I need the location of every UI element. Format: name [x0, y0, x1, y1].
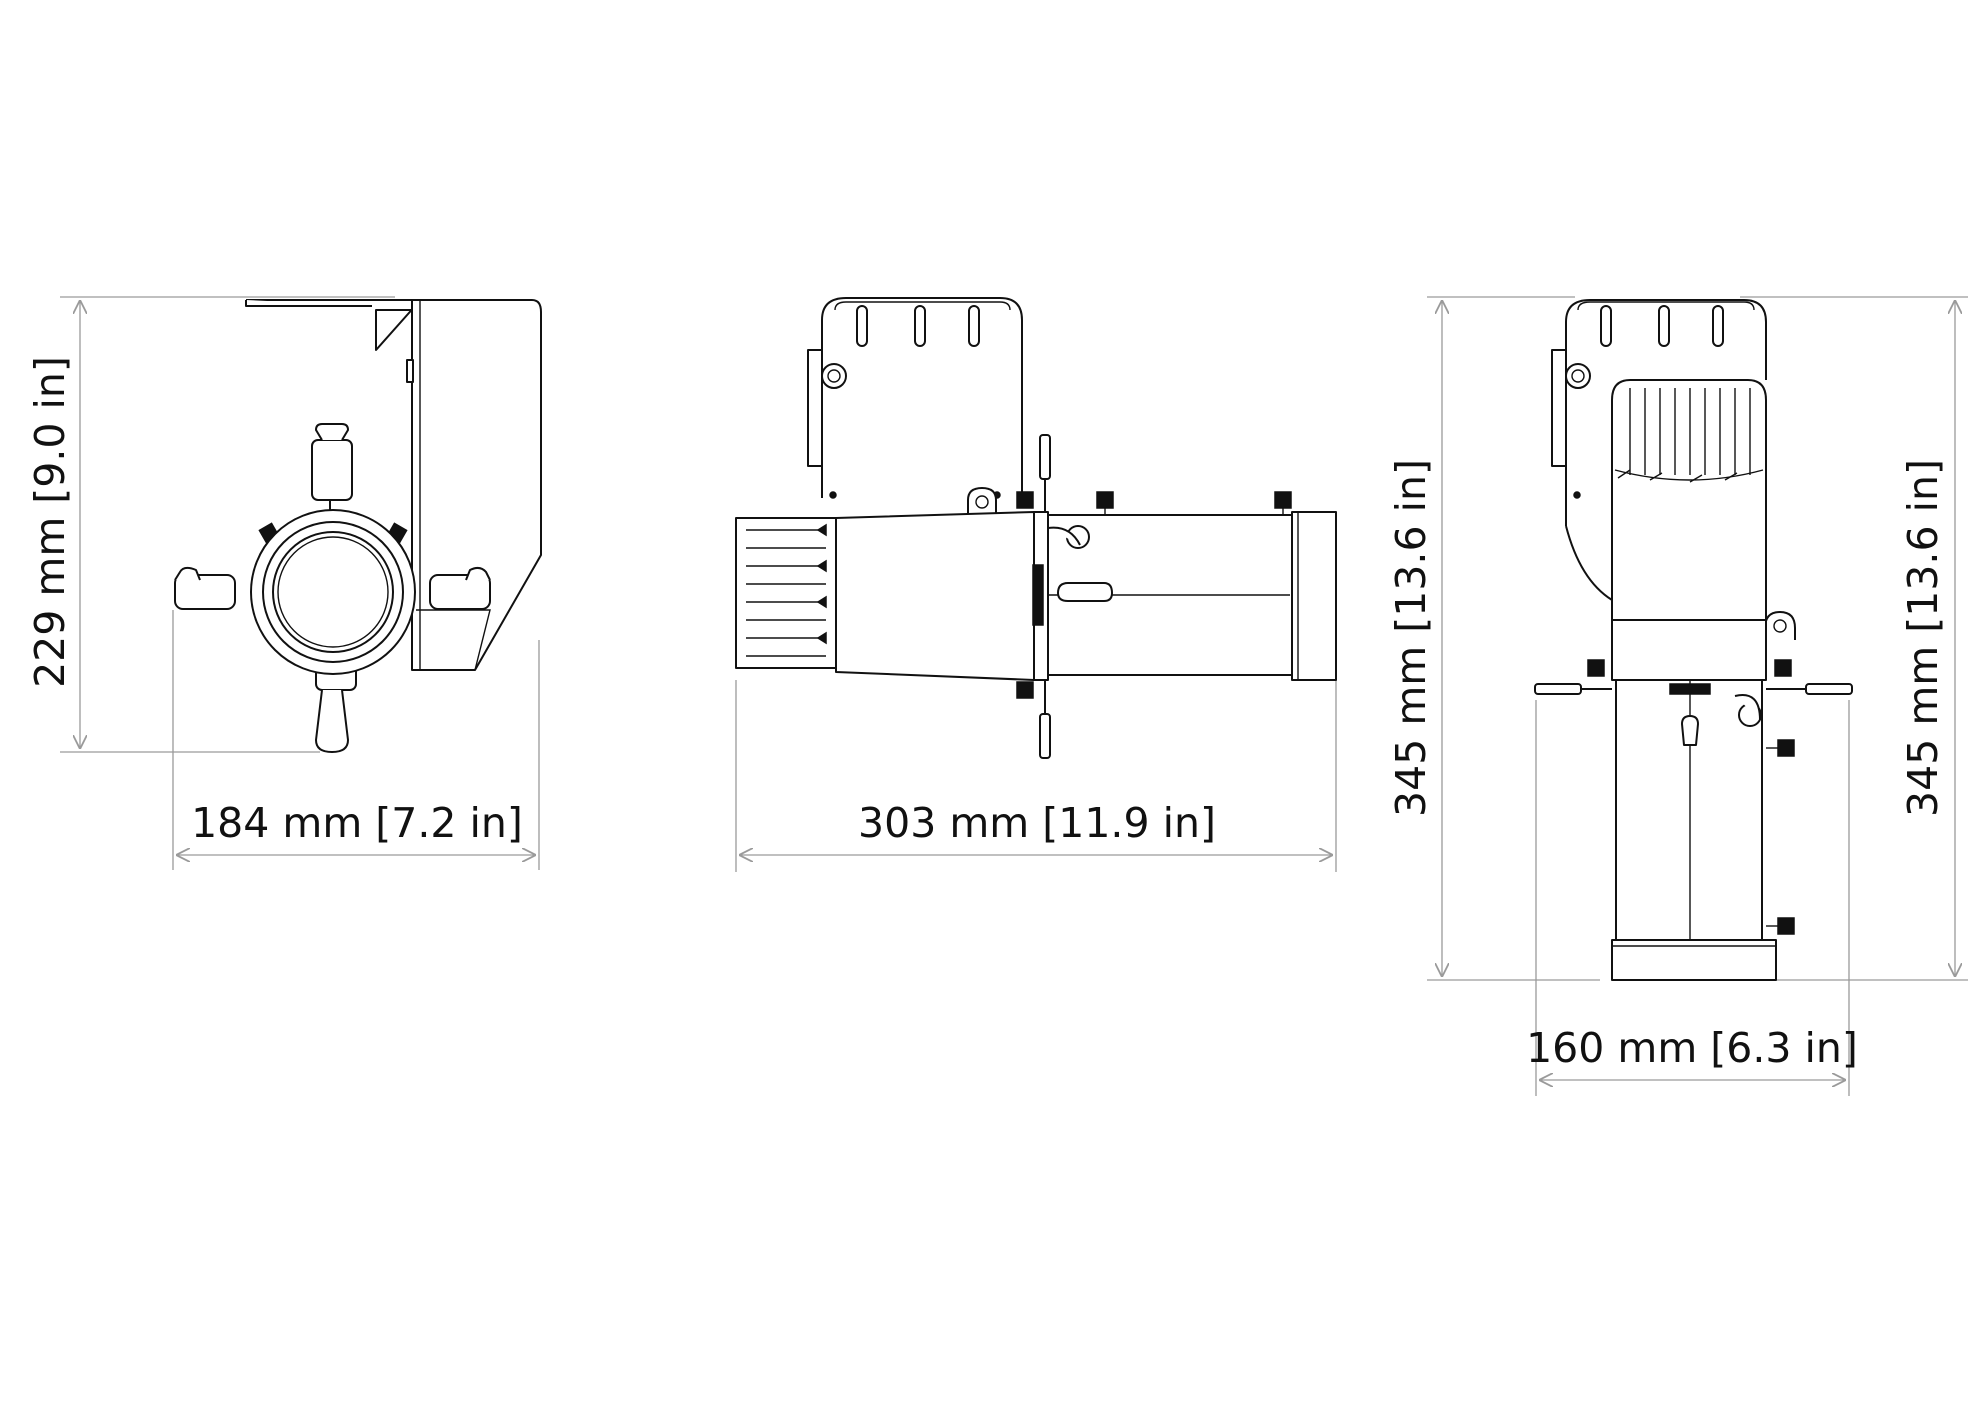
side-length-label: 303 mm [11.9 in]: [858, 799, 1216, 847]
top-height-label-right: 345 mm [13.6 in]: [1899, 459, 1947, 817]
top-width-label: 160 mm [6.3 in]: [1526, 1024, 1858, 1072]
top-height-label-left: 345 mm [13.6 in]: [1387, 459, 1435, 817]
top-width-dimension: 160 mm [6.3 in]: [1526, 700, 1858, 1096]
top-height-dimension-left: 345 mm [13.6 in]: [1387, 296, 1600, 981]
front-width-dimension: 184 mm [7.2 in]: [172, 610, 540, 870]
side-barrel: [835, 434, 1337, 759]
top-heatsink: [1611, 379, 1767, 621]
side-view: 303 mm [11.9 in]: [735, 297, 1337, 872]
front-width-label: 184 mm [7.2 in]: [191, 799, 523, 847]
top-barrel: [1534, 619, 1853, 981]
side-length-dimension: 303 mm [11.9 in]: [735, 680, 1337, 872]
front-view: 229 mm [9.0 in] 184 mm [7.2 in]: [26, 296, 542, 870]
top-height-dimension-right: 345 mm [13.6 in]: [1740, 296, 1968, 981]
front-lens-housing: [174, 423, 491, 753]
side-yoke: [807, 297, 1023, 514]
front-height-label: 229 mm [9.0 in]: [26, 356, 74, 688]
top-view: 345 mm [13.6 in] 345 mm [13.6 in] 160 mm…: [1387, 296, 1968, 1096]
front-height-dimension: 229 mm [9.0 in]: [26, 296, 395, 753]
side-heatsink: [735, 517, 837, 669]
